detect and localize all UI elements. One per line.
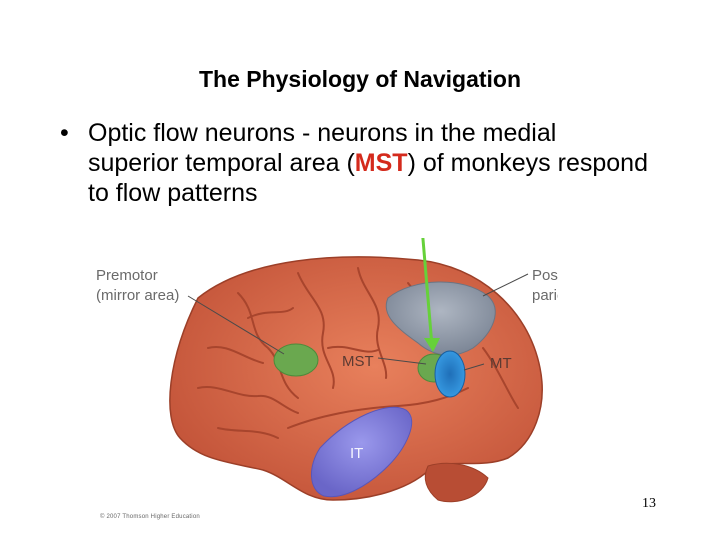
brain-illustration: Premotor (mirror area) Posterior parieta… bbox=[96, 238, 558, 503]
mt-label: MT bbox=[490, 355, 512, 372]
posterior-parietal-label: Posterior bbox=[532, 267, 558, 284]
posterior-parietal-sublabel: parietal bbox=[532, 287, 558, 304]
it-label: IT bbox=[350, 445, 363, 462]
premotor-label: Premotor bbox=[96, 267, 158, 284]
brain-figure: Premotor (mirror area) Posterior parieta… bbox=[88, 238, 558, 528]
mst-label: MST bbox=[342, 353, 374, 370]
mst-highlight: MST bbox=[354, 149, 408, 177]
mst-pointer-arrow bbox=[421, 238, 434, 348]
mt-region bbox=[434, 350, 466, 398]
brainstem bbox=[424, 462, 489, 503]
it-region bbox=[311, 406, 413, 498]
cortex-folds bbox=[197, 267, 519, 439]
page-number: 13 bbox=[642, 496, 656, 511]
bullet-text: Optic flow neurons - neurons in the medi… bbox=[88, 118, 648, 208]
premotor-sublabel: (mirror area) bbox=[96, 287, 179, 304]
mst-leader-line bbox=[377, 357, 427, 365]
mt-leader-line bbox=[463, 363, 485, 371]
premotor-leader-line bbox=[187, 295, 285, 355]
posterior-parietal-region bbox=[385, 281, 496, 356]
premotor-region bbox=[273, 343, 319, 377]
bullet-marker: • bbox=[60, 119, 69, 147]
mst-pointer-arrowhead bbox=[424, 338, 440, 352]
bullet-text-before: Optic flow neurons - neurons in the medi… bbox=[88, 119, 557, 177]
posterior-parietal-leader-line bbox=[482, 273, 529, 297]
bullet-text-after: ) of monkeys respond to flow patterns bbox=[88, 149, 648, 207]
slide-title: The Physiology of Navigation bbox=[198, 66, 522, 92]
figure-credit: © 2007 Thomson Higher Education bbox=[100, 514, 200, 520]
